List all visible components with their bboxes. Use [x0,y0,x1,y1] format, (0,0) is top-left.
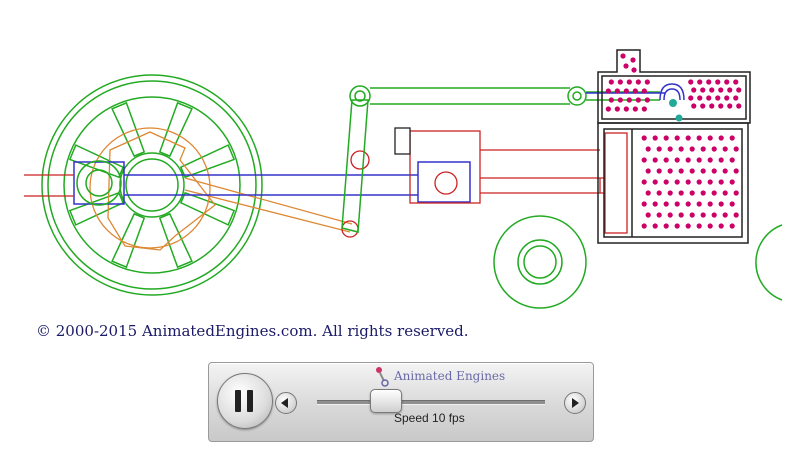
speed-label: Speed 10 fps [394,411,465,425]
eccentric [89,127,353,251]
step-forward-icon [572,398,579,408]
flywheel [41,74,263,296]
step-forward-button[interactable] [564,392,586,414]
drive-wheel [493,215,587,309]
valve-linkage [341,85,660,233]
brand-name: Animated Engines [394,369,506,383]
pause-button[interactable] [217,373,273,429]
crank-pin [76,160,122,206]
brand: Animated Engines [374,366,505,388]
copyright-text: © 2000-2015 AnimatedEngines.com. All rig… [36,322,469,340]
rear-wheel [755,224,783,301]
crosshead-guide [394,127,411,155]
piston-rod [24,130,628,238]
piston-logo-icon [376,367,389,387]
engine-diagram [24,49,783,309]
speed-slider-thumb[interactable] [370,389,403,413]
speed-slider-track[interactable] [317,400,545,405]
valve-indicator-2 [675,114,683,122]
animation-controller: Animated Engines Speed 10 fps [208,362,594,442]
steam-particles [605,53,742,229]
step-back-button[interactable] [275,392,297,414]
valve-indicator [669,99,677,107]
step-back-icon [281,398,288,408]
connecting-rod [73,161,471,205]
engine-animation [24,49,783,309]
steam-cylinder [597,49,751,244]
